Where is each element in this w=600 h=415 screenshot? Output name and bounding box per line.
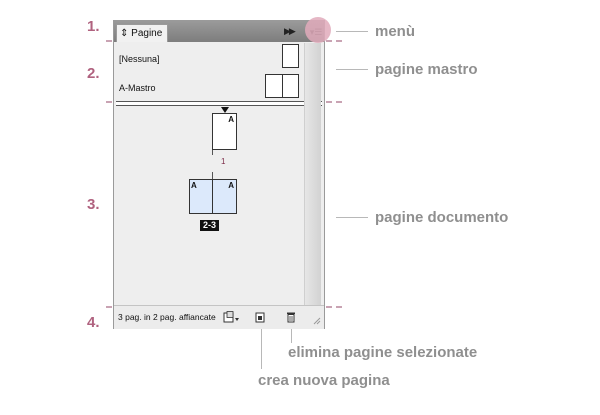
page-1-number: 1 xyxy=(221,157,226,166)
pages-panel: ⇕ Pagine ▶▶ ▾☰ [Nessuna] A-Mastro A 1 A … xyxy=(113,20,325,329)
step-number-1: 1. xyxy=(87,18,100,35)
menu-highlight-circle xyxy=(305,17,331,43)
panel-header: ⇕ Pagine ▶▶ ▾☰ xyxy=(114,21,324,42)
current-page-indicator-icon xyxy=(221,107,229,113)
step-number-3: 3. xyxy=(87,196,100,213)
double-chevron-right-icon[interactable]: ▶▶ xyxy=(284,26,296,36)
document-pages-leader-line xyxy=(336,217,368,218)
delete-leader-line xyxy=(291,329,292,343)
page-1-thumbnail[interactable]: A xyxy=(212,113,237,150)
tab-pages-label: Pagine xyxy=(131,28,163,39)
new-page-leader-line xyxy=(261,329,262,369)
master-pages-callout: pagine mastro xyxy=(375,61,478,78)
document-pages-callout: pagine documento xyxy=(375,209,509,226)
delete-pages-callout: elimina pagine selezionate xyxy=(288,344,478,361)
new-page-callout: crea nuova pagina xyxy=(258,372,390,389)
master-a-thumbnail[interactable] xyxy=(265,74,299,98)
panel-footer: 3 pag. in 2 pag. affiancate xyxy=(114,305,324,329)
spread-2-3-thumbnail[interactable]: A A xyxy=(189,179,237,214)
page-size-icon[interactable] xyxy=(223,311,241,323)
menu-callout: menù xyxy=(375,23,416,40)
menu-leader-line xyxy=(336,31,368,32)
spread-left-master-letter: A xyxy=(191,181,197,190)
master-pages-leader-line xyxy=(336,69,368,70)
master-none-label[interactable]: [Nessuna] xyxy=(119,54,160,64)
panel-section-divider[interactable] xyxy=(116,101,322,106)
updown-arrows-icon[interactable]: ⇕ xyxy=(120,28,129,39)
step-number-2: 2. xyxy=(87,65,100,82)
tab-pages[interactable]: ⇕ Pagine xyxy=(116,24,168,42)
spread-number-badge: 2-3 xyxy=(200,220,220,231)
panel-scrollbar[interactable] xyxy=(304,43,321,305)
step-number-4: 4. xyxy=(87,314,100,331)
spread-right-master-letter: A xyxy=(228,181,234,190)
master-a-label[interactable]: A-Mastro xyxy=(119,83,156,93)
page-1-master-letter: A xyxy=(228,115,234,124)
page-count-status: 3 pag. in 2 pag. affiancate xyxy=(118,312,216,322)
master-none-thumbnail[interactable] xyxy=(282,44,299,68)
trash-icon[interactable] xyxy=(285,311,297,323)
new-page-icon[interactable] xyxy=(254,311,266,323)
resize-grip-icon[interactable] xyxy=(311,315,321,325)
